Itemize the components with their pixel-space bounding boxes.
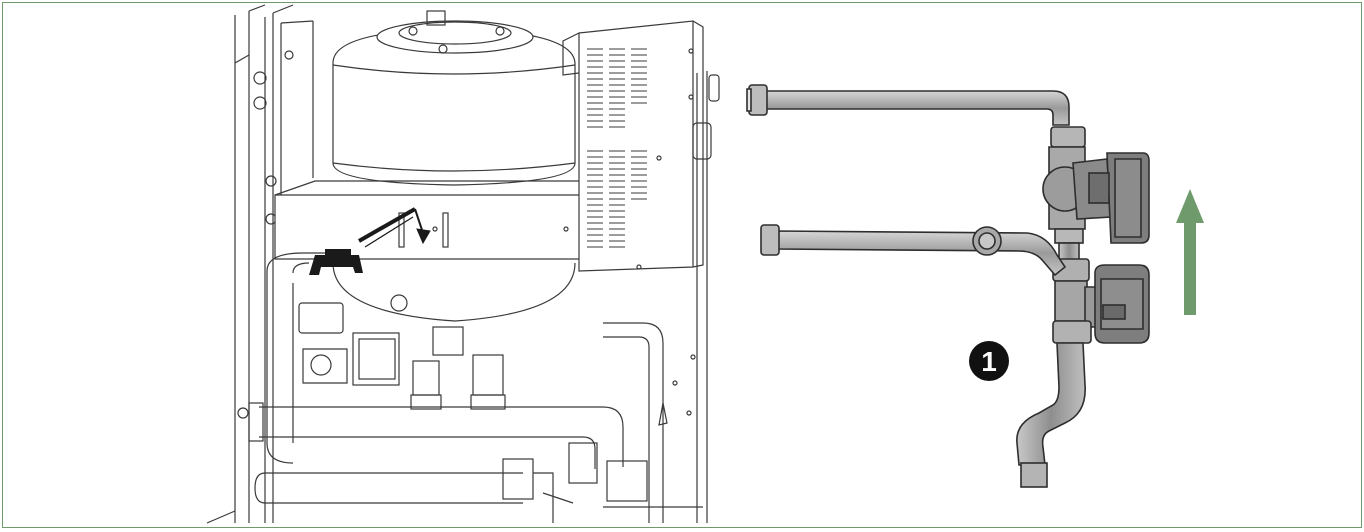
circulation-pump-upper [1042,146,1150,244]
pump-pipe-assembly [746,84,1150,488]
arrow-up-icon [1176,189,1204,315]
diagram-canvas: 1 [206,4,1204,524]
heat-pump-unit-drawing [206,4,720,524]
circulation-pump-lower [1054,264,1150,344]
lower-pipe-end-fitting [1020,462,1048,488]
callout-number: 1 [981,346,997,377]
middle-pipe-end-fitting [760,224,780,256]
expansion-tank [332,10,576,322]
numbered-callout-icon: 1 [969,341,1009,381]
removal-arrow [358,207,431,248]
electrical-box [562,20,704,272]
valve-cluster [298,294,696,523]
pipe-clip [309,249,363,275]
mounting-bracket [274,180,586,260]
